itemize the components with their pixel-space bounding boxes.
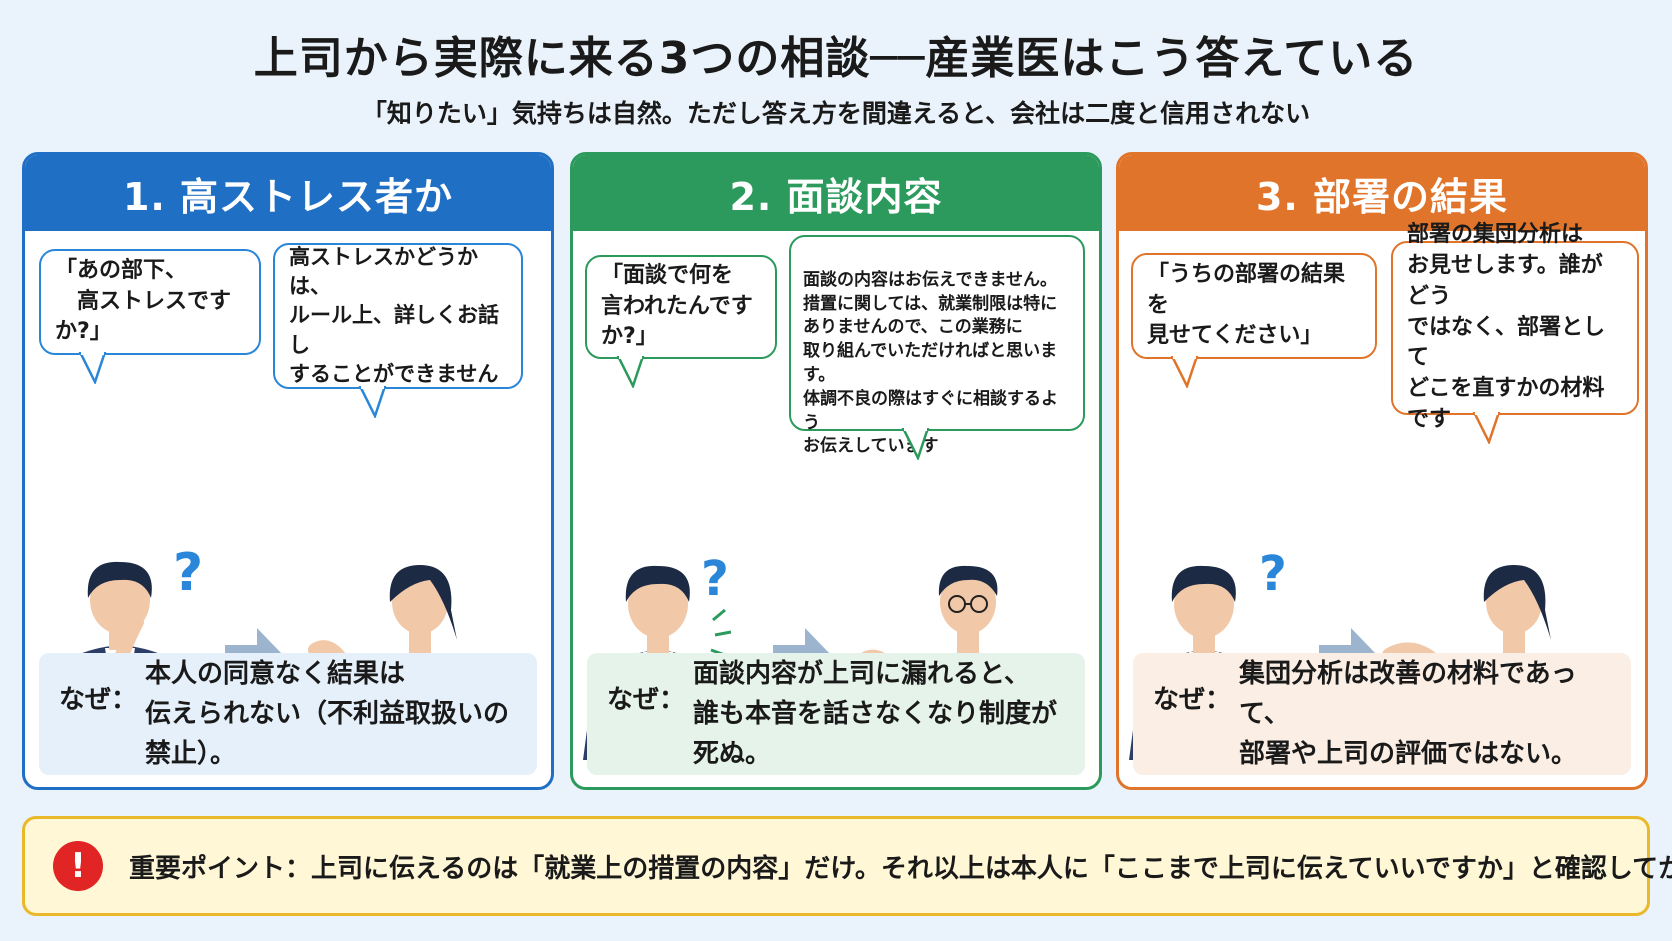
key-point-label: 重要ポイント：	[129, 853, 312, 884]
reason-label: なぜ：	[607, 685, 686, 715]
doctor-answer-bubble: 高ストレスかどうかは、 ルール上、詳しくお話し することができません	[273, 243, 523, 389]
reason-label: なぜ：	[1153, 685, 1232, 715]
question-text: 「あの部下、 高ストレスですか?」	[55, 257, 232, 345]
reason-box: なぜ： 面談内容が上司に漏れると、 誰も本音を話さなくなり制度が死ぬ。	[587, 653, 1085, 775]
bubble-tail	[358, 386, 387, 418]
reason-label: なぜ：	[59, 685, 138, 715]
bubble-tail	[901, 428, 930, 460]
panel-department-results: 3. 部署の結果 「うちの部署の結果を 見せてください」 部署の集団分析は お見…	[1116, 152, 1648, 790]
reason-text: 本人の同意なく結果は 伝えられない（不利益取扱いの禁止）。	[145, 658, 510, 770]
question-text: 「面談で何を 言われたんですか?」	[601, 262, 753, 350]
question-mark-icon: ?	[701, 551, 729, 607]
question-mark-icon: ?	[173, 543, 203, 603]
doctor-answer-bubble: 部署の集団分析は お見せします。誰がどう ではなく、部署として どこを直すかの材…	[1391, 222, 1639, 432]
manager-question-bubble: 「あの部下、 高ストレスですか?」	[39, 249, 261, 355]
manager-question-bubble: 「うちの部署の結果を 見せてください」	[1131, 253, 1377, 359]
answer-text: 面談の内容はお伝えできません。 措置に関しては、就業制限は特に ありませんので、…	[803, 269, 1058, 457]
panel-heading: 2. 面談内容	[573, 155, 1099, 231]
panel-heading: 1. 高ストレス者か	[25, 155, 551, 231]
reason-box: なぜ： 本人の同意なく結果は 伝えられない（不利益取扱いの禁止）。	[39, 653, 537, 775]
panel-interview-content: 2. 面談内容 「面談で何を 言われたんですか?」 面談の内容はお伝えできません…	[570, 152, 1102, 790]
alert-icon: !	[53, 841, 103, 891]
doctor-answer-bubble: 面談の内容はお伝えできません。 措置に関しては、就業制限は特に ありませんので、…	[789, 235, 1085, 456]
page-subtitle: 「知りたい」気持ちは自然。ただし答え方を間違えると、会社は二度と信用されない	[361, 99, 1311, 128]
answer-text: 部署の集団分析は お見せします。誰がどう ではなく、部署として どこを直すかの材…	[1407, 222, 1606, 432]
reason-text: 集団分析は改善の材料であって、 部署や上司の評価ではない。	[1239, 658, 1578, 770]
question-text: 「うちの部署の結果を 見せてください」	[1147, 261, 1346, 349]
bubble-tail	[616, 356, 645, 388]
key-point-banner: ! 重要ポイント： 上司に伝えるのは「就業上の措置の内容」だけ。それ以上は本人に…	[22, 816, 1672, 916]
bubble-tail	[1170, 356, 1199, 388]
bubble-tail	[78, 352, 107, 384]
manager-question-bubble: 「面談で何を 言われたんですか?」	[585, 255, 777, 359]
page-title: 上司から実際に来る3つの相談──産業医はこう答えている	[253, 33, 1419, 84]
reason-text: 面談内容が上司に漏れると、 誰も本音を話さなくなり制度が死ぬ。	[693, 658, 1058, 770]
key-point-text: 上司に伝えるのは「就業上の措置の内容」だけ。それ以上は本人に「ここまで上司に伝え…	[311, 853, 1672, 884]
bubble-tail	[1472, 412, 1501, 444]
panel-heading: 3. 部署の結果	[1119, 155, 1645, 231]
answer-text: 高ストレスかどうかは、 ルール上、詳しくお話し することができません	[289, 244, 499, 387]
question-mark-icon: ?	[1259, 546, 1287, 602]
reason-box: なぜ： 集団分析は改善の材料であって、 部署や上司の評価ではない。	[1133, 653, 1631, 775]
panel-high-stress: 1. 高ストレス者か 「あの部下、 高ストレスですか?」 高ストレスかどうかは、…	[22, 152, 554, 790]
